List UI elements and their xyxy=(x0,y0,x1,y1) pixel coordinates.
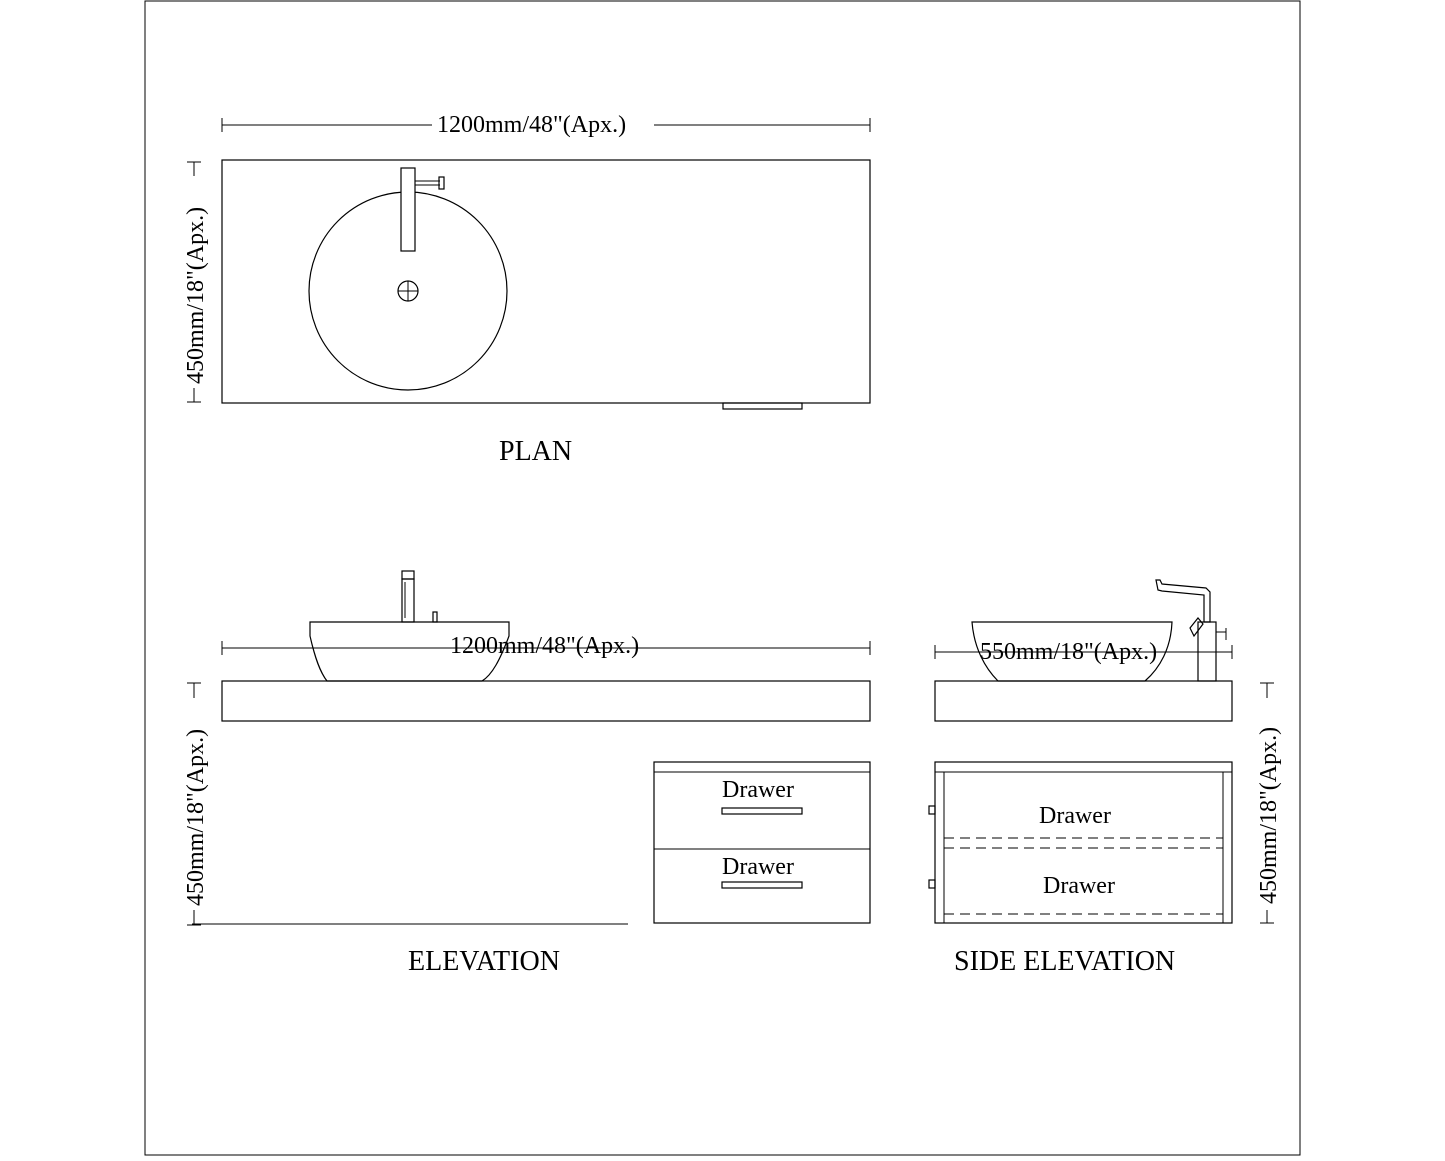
sheet-border xyxy=(144,0,1301,1156)
elevation-drawer-top-label: Drawer xyxy=(722,777,794,803)
plan-width-label: 1200mm/48"(Apx.) xyxy=(437,112,626,138)
elevation-width-label: 1200mm/48"(Apx.) xyxy=(450,633,639,659)
elevation-faucet-icon xyxy=(401,570,438,623)
side-drawer-bottom-label: Drawer xyxy=(1043,873,1115,899)
plan-view: 1200mm/48"(Apx.) 450mm/18"(Apx.) xyxy=(180,110,871,467)
side-drawer-top-label: Drawer xyxy=(1039,803,1111,829)
side-width-dimension: 550mm/18"(Apx.) xyxy=(934,639,1233,665)
elevation-drawer-top-handle xyxy=(721,807,803,815)
elevation-drawer-bottom-handle xyxy=(721,881,803,889)
plan-countertop xyxy=(221,159,871,404)
side-cabinet: Drawer Drawer xyxy=(928,761,1233,924)
elevation-height-dimension: 450mm/18"(Apx.) xyxy=(180,682,209,926)
plan-faucet-icon xyxy=(400,167,445,252)
elevation-width-dimension: 1200mm/48"(Apx.) xyxy=(221,633,871,659)
elevation-countertop xyxy=(221,680,871,722)
elevation-drawer-unit: Drawer Drawer xyxy=(653,761,871,924)
side-width-label: 550mm/18"(Apx.) xyxy=(980,639,1157,665)
elevation-drawer-bottom-label: Drawer xyxy=(722,854,794,880)
plan-depth-dimension: 450mm/18"(Apx.) xyxy=(180,161,209,403)
elevation-title: ELEVATION xyxy=(408,946,560,977)
side-height-dimension: 450mm/18"(Apx.) xyxy=(1253,682,1282,924)
plan-width-dimension: 1200mm/48"(Apx.) xyxy=(221,110,871,138)
side-faucet-icon xyxy=(1155,579,1227,682)
side-elevation-title: SIDE ELEVATION xyxy=(954,946,1175,977)
elevation-view: 1200mm/48"(Apx.) 450mm/18"(Apx.) Drawer … xyxy=(180,570,871,977)
side-elevation-view: 550mm/18"(Apx.) Drawer Drawer 450mm/18"(… xyxy=(928,579,1282,977)
elevation-height-label: 450mm/18"(Apx.) xyxy=(183,729,209,906)
plan-title: PLAN xyxy=(499,436,572,467)
plan-bottom-tab xyxy=(722,402,803,410)
plan-depth-label: 450mm/18"(Apx.) xyxy=(183,207,209,384)
plan-drain-icon xyxy=(397,280,419,302)
side-height-label: 450mm/18"(Apx.) xyxy=(1256,727,1282,904)
side-countertop xyxy=(934,680,1233,722)
